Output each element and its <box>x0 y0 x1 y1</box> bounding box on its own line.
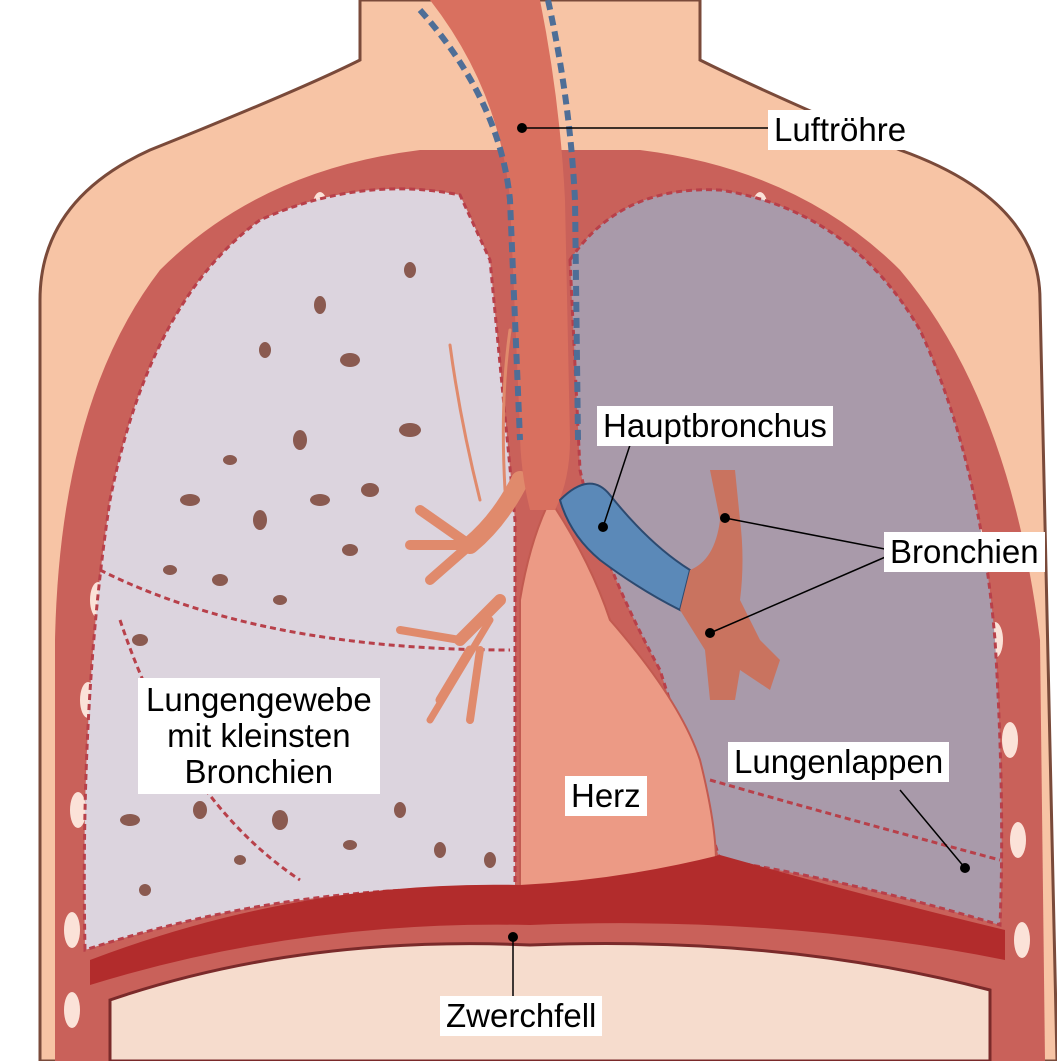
alveolus <box>310 494 330 506</box>
dot-luftroehre <box>517 123 527 133</box>
alveolus <box>434 842 446 858</box>
dot-bronchien-1 <box>720 513 730 523</box>
alveolus <box>132 634 148 646</box>
alveolus <box>484 852 496 868</box>
label-luftroehre: Luftröhre <box>768 110 912 150</box>
alveolus <box>399 423 421 437</box>
alveolus <box>361 483 379 497</box>
alveolus <box>234 855 246 865</box>
alveolus <box>404 262 416 278</box>
alveolus <box>273 595 287 605</box>
alveolus <box>193 801 207 819</box>
label-lungengewebe-line2: mit kleinsten <box>146 718 372 754</box>
rib <box>64 912 80 948</box>
alveolus <box>340 353 360 367</box>
rib <box>1002 722 1018 758</box>
alveolus <box>253 510 267 530</box>
label-lungengewebe-line3: Bronchien <box>146 754 372 790</box>
alveolus <box>343 840 357 850</box>
alveolus <box>223 455 237 465</box>
label-bronchien: Bronchien <box>884 532 1045 572</box>
label-lungengewebe-line1: Lungengewebe <box>146 682 372 718</box>
label-hauptbronchus: Hauptbronchus <box>597 406 833 446</box>
dot-hauptbronchus <box>598 522 608 532</box>
rib <box>1010 822 1026 858</box>
dot-bronchien-2 <box>705 628 715 638</box>
alveolus <box>259 342 271 358</box>
alveolus <box>163 565 177 575</box>
alveolus <box>139 884 151 896</box>
alveolus <box>272 810 288 830</box>
alveolus <box>394 802 406 818</box>
label-lungenlappen: Lungenlappen <box>728 742 949 782</box>
label-zwerchfell: Zwerchfell <box>440 996 602 1036</box>
alveolus <box>120 814 140 826</box>
label-lungengewebe: Lungengewebe mit kleinsten Bronchien <box>138 678 380 794</box>
dot-lungenlappen <box>960 863 970 873</box>
rib <box>64 992 80 1028</box>
alveolus <box>314 296 326 314</box>
alveolus <box>212 574 228 586</box>
alveolus <box>180 494 200 506</box>
dot-zwerchfell <box>508 932 518 942</box>
rib <box>1014 922 1030 958</box>
rib <box>70 792 86 828</box>
alveolus <box>342 544 358 556</box>
alveolus <box>293 430 307 450</box>
label-herz: Herz <box>565 776 647 816</box>
